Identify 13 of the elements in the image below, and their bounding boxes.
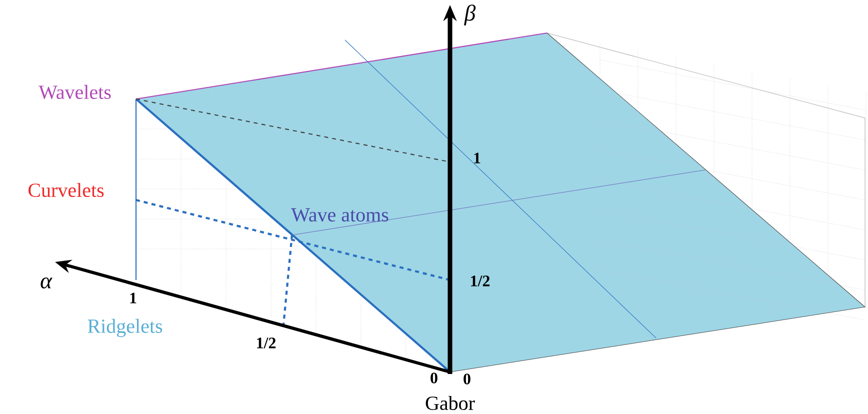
axis-label: Gabor: [426, 396, 475, 410]
tick-label: 0: [464, 374, 470, 384]
tick-label: 0: [430, 372, 438, 384]
region-label: Wavelets: [38, 84, 111, 100]
tick-label: 1: [130, 292, 136, 304]
region-label: Wave atoms: [291, 208, 388, 222]
axis-label: β: [464, 4, 476, 26]
region-label: Ridgelets: [88, 318, 162, 338]
tick-label: 1/2: [471, 276, 490, 286]
tick-label: 1/2: [257, 338, 276, 348]
axis-label: α: [40, 278, 52, 288]
region-label: Curvelets: [28, 182, 104, 198]
tick-label: 1: [474, 152, 480, 164]
